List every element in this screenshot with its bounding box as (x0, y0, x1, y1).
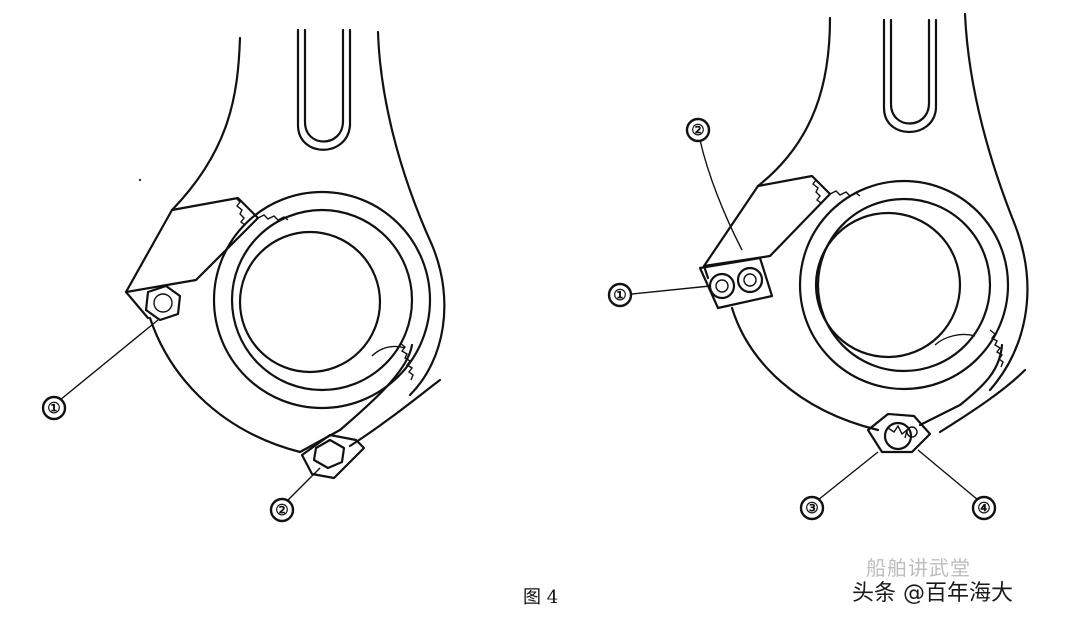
right-callout-3-label: ③ (805, 499, 818, 517)
right-callout-2-circle (685, 117, 711, 143)
watermark-author: 头条 @百年海大 (852, 581, 1013, 606)
right-callout-4-label: ④ (977, 499, 990, 517)
right-connecting-rod: ① ② ③ ④ (607, 12, 1029, 521)
watermark-channel: 船舶讲武堂 (866, 556, 971, 580)
left-callout-1-circle (41, 395, 67, 421)
left-callout-2-circle (269, 497, 295, 523)
right-callout-1-circle (607, 282, 633, 308)
left-callout-2-label: ② (275, 501, 288, 519)
figure-caption: 图 4 (523, 587, 559, 608)
left-callout-1-label: ① (47, 399, 60, 417)
right-callout-3-circle (799, 495, 825, 521)
right-callout-2-label: ② (691, 121, 704, 139)
right-callout-4-circle (971, 495, 997, 521)
scan-speck (138, 178, 142, 182)
left-connecting-rod: ① ② (41, 28, 446, 523)
right-callout-1-label: ① (613, 286, 626, 304)
